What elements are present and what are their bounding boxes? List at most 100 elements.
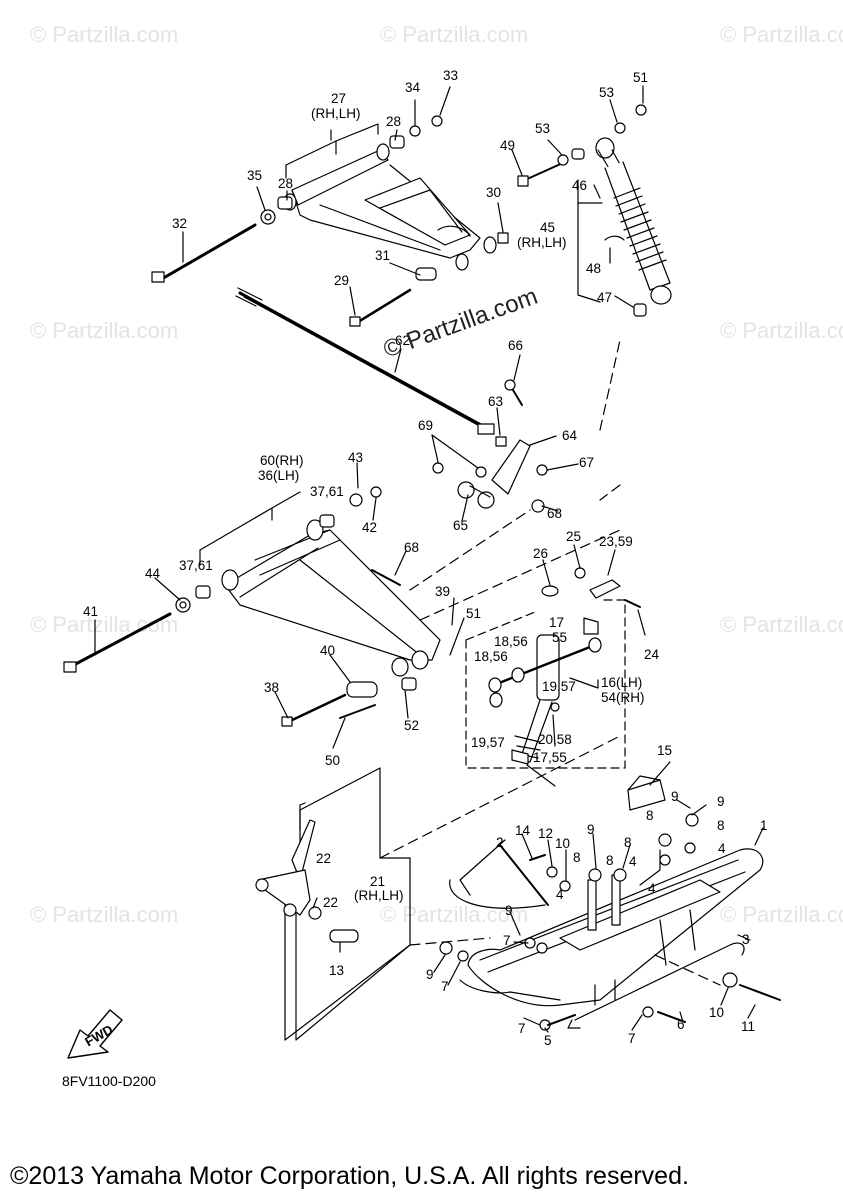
callout: 18,56 <box>494 634 528 649</box>
upper-a-arm <box>151 115 509 327</box>
callout: 15 <box>657 743 672 758</box>
callout: 3 <box>742 932 750 947</box>
callout: 52 <box>404 718 419 733</box>
callout: 37,61 <box>179 558 213 573</box>
callout: 9 <box>426 967 434 982</box>
shock-absorber <box>517 104 672 317</box>
callout: 1 <box>760 818 768 833</box>
callout: 68 <box>404 540 419 555</box>
callout: 4 <box>718 841 726 856</box>
callout: 64 <box>562 428 578 443</box>
callout: 8 <box>717 818 725 833</box>
callout: 62 <box>395 333 410 348</box>
callout: 4 <box>556 887 564 902</box>
callout: 20,58 <box>538 732 572 747</box>
callout: 19,57 <box>471 735 505 750</box>
callout: 8 <box>646 808 654 823</box>
callout: 44 <box>145 566 161 581</box>
watermark-text: © Partzilla.com <box>30 318 179 343</box>
callout: 9 <box>671 789 679 804</box>
callout: 51 <box>466 606 481 621</box>
callout: 21 <box>370 874 385 889</box>
callout: 30 <box>486 185 501 200</box>
callout: 17,55 <box>533 750 567 765</box>
callout: 10 <box>555 836 570 851</box>
callout-labels: 27 (RH,LH) 34 33 28 28 35 32 30 31 29 51… <box>83 68 768 1048</box>
watermark-text: © Partzilla.com <box>720 902 843 927</box>
callout: 42 <box>362 520 377 535</box>
callout: 24 <box>644 647 660 662</box>
callout: 25 <box>566 529 581 544</box>
callout: 33 <box>443 68 458 83</box>
callout: 27 <box>331 91 346 106</box>
callout: 38 <box>264 680 279 695</box>
callout: 7 <box>503 933 511 948</box>
callout: 23,59 <box>599 534 633 549</box>
callout: 46 <box>572 178 587 193</box>
callout: 6 <box>677 1017 685 1032</box>
callout: 41 <box>83 604 98 619</box>
callout: 55 <box>552 630 567 645</box>
watermark-text: © Partzilla.com <box>30 612 179 637</box>
callout: (RH,LH) <box>517 235 567 250</box>
callout: 12 <box>538 826 553 841</box>
callout: 68 <box>547 506 562 521</box>
callout: 53 <box>535 121 550 136</box>
copyright-notice: ©2013 Yamaha Motor Corporation, U.S.A. A… <box>10 1162 689 1190</box>
callout: 14 <box>515 823 531 838</box>
callout: 69 <box>418 418 433 433</box>
watermark-text: © Partzilla.com <box>720 612 843 637</box>
callout: 49 <box>500 138 515 153</box>
watermark-text: © Partzilla.com <box>30 22 179 47</box>
callout: 2 <box>496 835 504 850</box>
callout: 4 <box>648 881 656 896</box>
callout: 11 <box>741 1019 755 1034</box>
lower-arm <box>63 486 441 727</box>
callout: 28 <box>278 176 293 191</box>
callout: 13 <box>329 963 344 978</box>
callout: (RH,LH) <box>311 106 361 121</box>
callout: 19,57 <box>542 679 576 694</box>
callout: 54(RH) <box>601 690 645 705</box>
watermark-text: © Partzilla.com <box>720 318 843 343</box>
callout: 28 <box>386 114 401 129</box>
callout: 8 <box>606 853 614 868</box>
callout: 10 <box>709 1005 724 1020</box>
watermark-text: © Partzilla.com <box>380 902 529 927</box>
callout: 39 <box>435 584 450 599</box>
callout: 37,61 <box>310 484 344 499</box>
callout: 7 <box>518 1021 526 1036</box>
callout: 22 <box>316 851 331 866</box>
callout: 5 <box>544 1033 552 1048</box>
callout: 66 <box>508 338 523 353</box>
callout: 7 <box>628 1031 636 1046</box>
callout: 22 <box>323 895 338 910</box>
callout: 53 <box>599 85 614 100</box>
callout: 35 <box>247 168 262 183</box>
callout: 36(LH) <box>258 468 299 483</box>
callout: 63 <box>488 394 503 409</box>
callout: 32 <box>172 216 187 231</box>
figure-code: 8FV1100-D200 <box>62 1073 156 1089</box>
callout: 8 <box>573 850 581 865</box>
callout: 40 <box>320 643 335 658</box>
callout: 47 <box>597 290 612 305</box>
watermark-text: © Partzilla.com <box>720 22 843 47</box>
callout: 9 <box>505 903 513 918</box>
callout: 34 <box>405 80 421 95</box>
fwd-arrow <box>67 1009 123 1059</box>
callout: 7 <box>441 979 449 994</box>
callout: 31 <box>375 248 390 263</box>
watermark-text: © Partzilla.com <box>380 22 529 47</box>
callout: 16(LH) <box>601 675 642 690</box>
callout: 29 <box>334 273 349 288</box>
long-shaft <box>235 287 507 447</box>
steering-column <box>255 767 411 1041</box>
callout: 4 <box>629 854 637 869</box>
watermark-text: © Partzilla.com <box>30 902 179 927</box>
callout: 26 <box>533 546 548 561</box>
callout: 45 <box>540 220 555 235</box>
relay-arm <box>432 379 548 513</box>
callout: (RH,LH) <box>354 888 404 903</box>
callout: 43 <box>348 450 363 465</box>
